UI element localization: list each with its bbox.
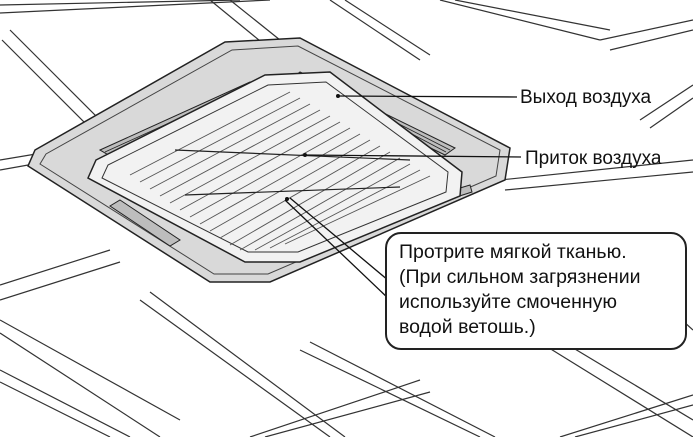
cleaning-note-callout: Протрите мягкой тканью. (При сильном заг… (385, 232, 687, 350)
inlet-pointer-dot (303, 153, 307, 157)
note-line-2: (При сильном загрязнении (399, 266, 641, 288)
intake-grille (87, 71, 463, 263)
grille-slats (129, 91, 431, 251)
panel-inner-edge (39, 45, 501, 275)
grille-pointer-dot (285, 197, 289, 201)
grille-crossbars (174, 149, 411, 196)
outlet-pointer-dot (336, 94, 340, 98)
leader-lines (284, 95, 522, 301)
note-line-4: водой ветошь.) (399, 316, 536, 338)
air-outlet-label: Выход воздуха (520, 87, 652, 108)
note-line-1: Протрите мягкой тканью. (399, 241, 627, 263)
air-inlet-label: Приток воздуха (525, 148, 662, 169)
intake-grille-inner (101, 81, 449, 253)
note-line-3: используйте смоченную (399, 291, 617, 313)
